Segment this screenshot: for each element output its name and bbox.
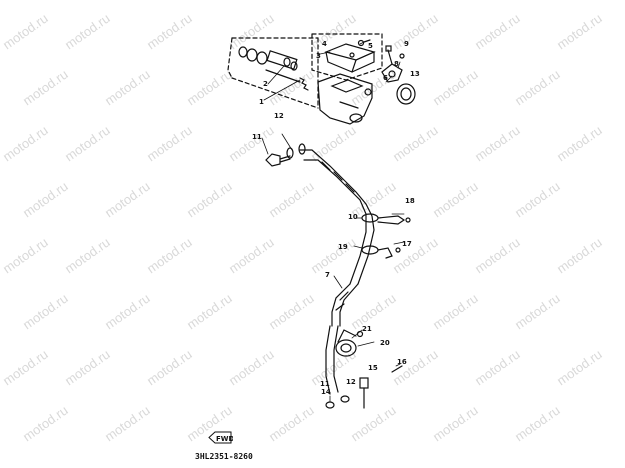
callout-12-lower: 12: [346, 378, 356, 386]
lower-banjo: [335, 329, 364, 357]
callout-19: 19: [338, 243, 348, 251]
callout-8: 8: [394, 60, 399, 68]
hose-clamps: [361, 213, 411, 259]
callout-15: 15: [368, 364, 378, 372]
callout-3: 3: [316, 52, 321, 60]
callout-16: 16: [397, 358, 407, 366]
reservoir-cap: [324, 39, 376, 73]
callout-9: 9: [404, 40, 409, 48]
callout-17: 17: [402, 240, 412, 248]
callout-13: 13: [410, 70, 420, 78]
callout-14: 14: [321, 388, 331, 396]
callout-11: 11: [252, 133, 262, 141]
callout-6: 6: [383, 74, 388, 82]
fwd-label: FWD: [216, 435, 233, 443]
upper-banjo-bolt: [265, 143, 306, 167]
callout-2: 2: [263, 80, 268, 88]
callout-11-lower: 11: [320, 380, 330, 388]
callout-1: 1: [259, 98, 264, 106]
leader-lines: [261, 41, 405, 403]
fwd-arrow-icon: FWD: [208, 431, 233, 444]
callout-20: 20: [380, 339, 390, 347]
brake-hose-lower: [325, 283, 359, 395]
callout-7: 7: [325, 271, 330, 279]
clamp-bracket: [381, 45, 416, 105]
callout-18: 18: [405, 197, 415, 205]
master-cylinder-group-box: [227, 37, 319, 109]
master-cylinder-body: [317, 73, 373, 125]
reservoir-group-box: [311, 33, 383, 81]
part-number: 3HL2351-8260: [195, 452, 253, 461]
callout-10: 10: [348, 213, 358, 221]
piston-kit: [238, 46, 309, 91]
callout-12: 12: [274, 112, 284, 120]
lower-fasteners: [325, 365, 403, 409]
callout-5: 5: [368, 42, 373, 50]
callout-4: 4: [322, 40, 327, 48]
callout-21: 21: [362, 325, 372, 333]
